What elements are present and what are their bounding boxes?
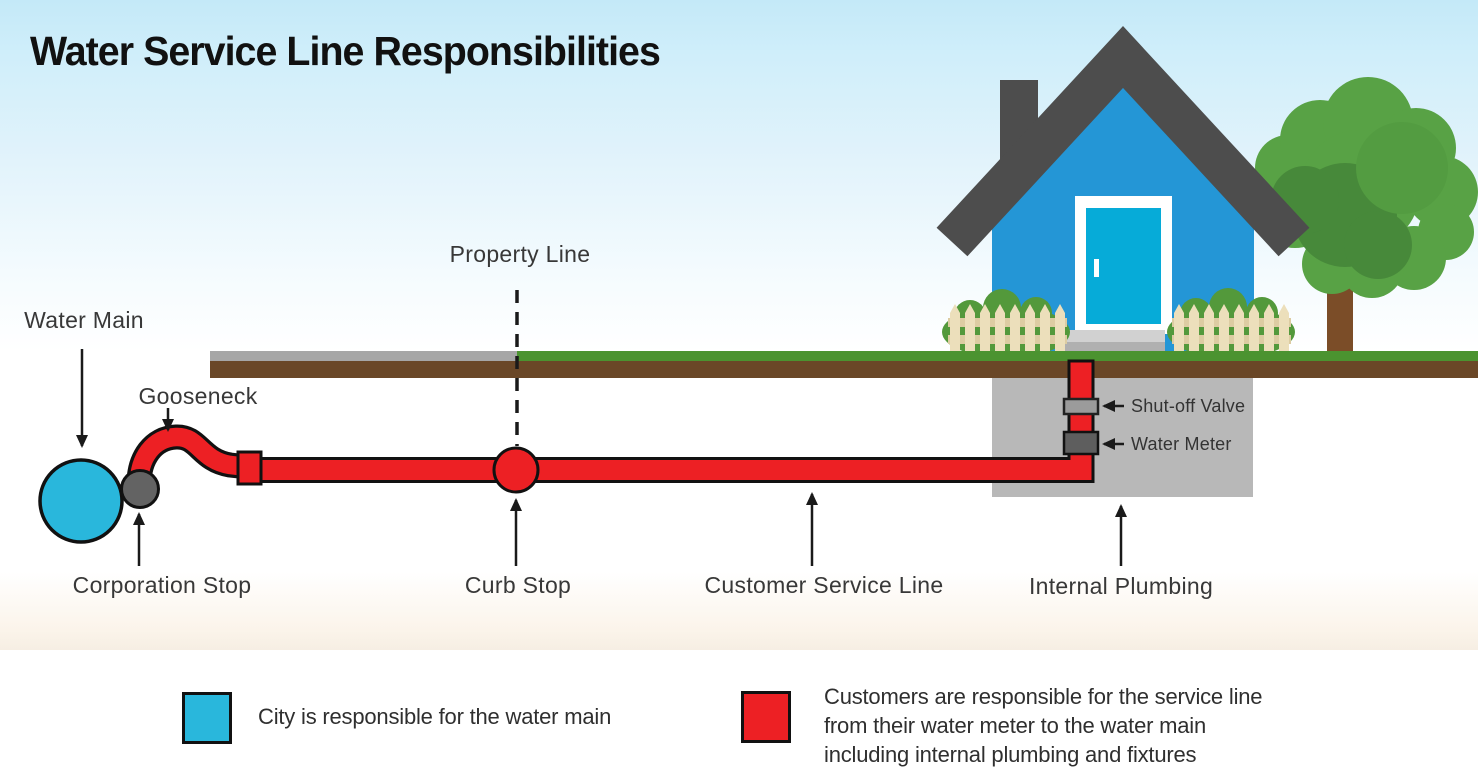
water-meter-fitting	[1062, 430, 1100, 456]
gooseneck-pipe	[126, 424, 250, 485]
city-legend-text: City is responsible for the water main	[258, 704, 612, 729]
page-title: Water Service Line Responsibilities	[30, 28, 661, 74]
tree	[1255, 77, 1478, 362]
service-line-pipe	[247, 359, 1095, 483]
customer-color-swatch	[741, 691, 791, 743]
fence-left	[948, 304, 1067, 356]
water-meter-label: Water Meter	[1131, 434, 1232, 454]
corporation-stop-circle	[120, 469, 160, 509]
water-main-circle	[38, 458, 124, 544]
shut-off-valve-label: Shut-off Valve	[1131, 396, 1246, 416]
curb-stop-circle	[492, 446, 540, 494]
roof	[936, 26, 1310, 257]
property-line-label: Property Line	[449, 241, 591, 267]
customer-legend-text: Customers are responsible for the servic…	[824, 684, 1263, 767]
curb-stop-label: Curb Stop	[464, 572, 572, 598]
customer-service-line-label: Customer Service Line	[704, 572, 944, 598]
gooseneck-label: Gooseneck	[138, 383, 258, 409]
callout-arrows	[76, 349, 1127, 566]
water-main-label: Water Main	[24, 307, 144, 333]
shut-off-valve-fitting	[1062, 397, 1100, 416]
door-step	[1059, 330, 1165, 353]
internal-plumbing-label: Internal Plumbing	[1028, 573, 1214, 599]
pipe-coupling	[236, 450, 263, 486]
fence-right	[1172, 304, 1291, 356]
ground-sidewalk	[210, 351, 517, 361]
front-door	[1075, 196, 1172, 334]
corporation-stop-label: Corporation Stop	[72, 572, 252, 598]
tree-canopy-highlight	[1356, 122, 1448, 214]
ground-dirt	[210, 361, 1478, 378]
ground-grass	[517, 351, 1478, 361]
city-color-swatch	[182, 692, 232, 744]
door-handle	[1094, 259, 1099, 277]
